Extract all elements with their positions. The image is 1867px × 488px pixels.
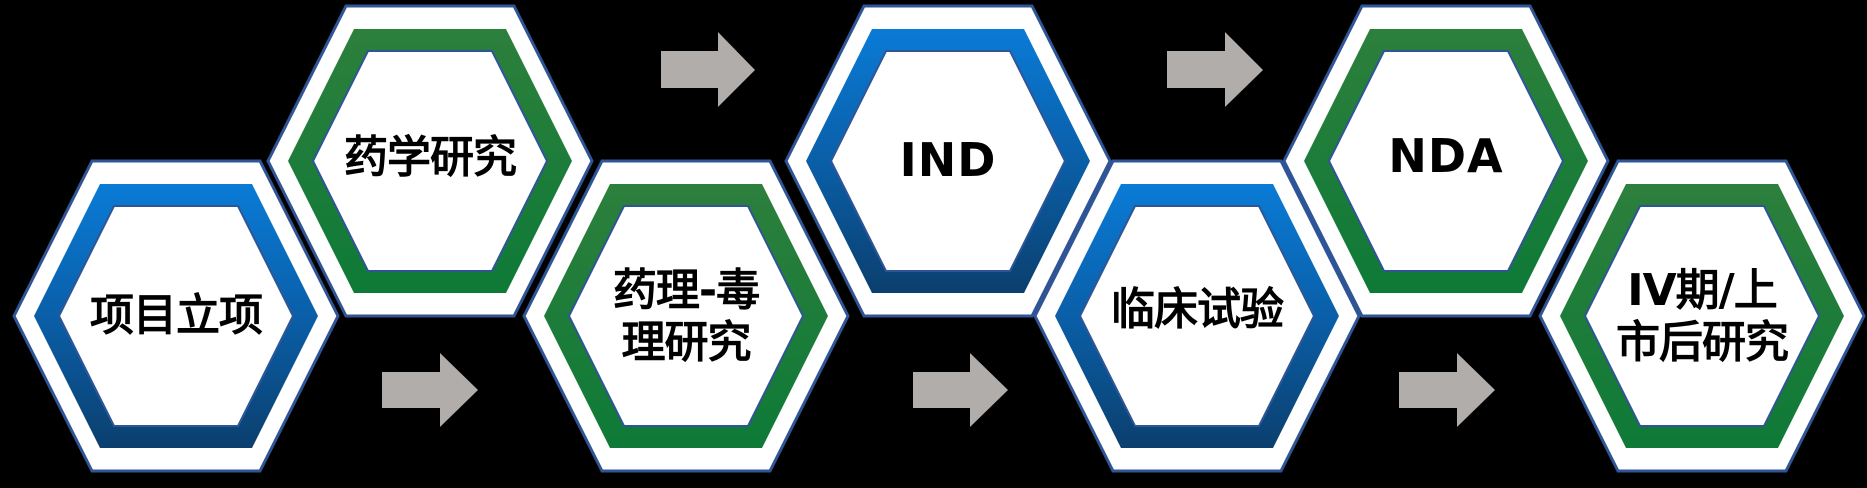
step-5-label: 临床试验	[1087, 280, 1307, 340]
step-6-text: NDA	[1388, 129, 1504, 183]
step-7-text-line-2: 市后研究	[1616, 317, 1789, 368]
step-3-text-line-2: 理研究	[621, 317, 752, 368]
hexagon-step-7	[1538, 159, 1866, 473]
step-6-label: NDA	[1336, 126, 1556, 186]
arrow-1-right-icon	[382, 353, 478, 427]
arrow-3-right-icon	[913, 353, 1008, 427]
step-7-text-line-1: IV期/上	[1627, 265, 1777, 316]
step-5-text: 临床试验	[1111, 284, 1284, 335]
step-4-text: IND	[899, 133, 997, 187]
arrow-5-right-icon	[1399, 353, 1495, 427]
step-3-text-line-1: 药理-毒	[612, 265, 760, 316]
arrow-4-right-icon	[1167, 32, 1263, 107]
step-7-label: IV期/上 市后研究	[1592, 262, 1812, 372]
step-2-text: 药学研究	[344, 132, 517, 183]
step-3-label: 药理-毒 理研究	[576, 262, 796, 372]
hexagon-step-5	[1033, 159, 1361, 473]
step-4-label: IND	[838, 130, 1058, 190]
step-1-text: 项目立项	[90, 290, 263, 341]
step-1-label: 项目立项	[66, 286, 286, 346]
hexagon-step-2	[266, 4, 594, 318]
hexagon-step-4	[784, 4, 1112, 318]
arrow-2-right-icon	[661, 32, 755, 107]
hexagon-step-3	[522, 159, 850, 473]
step-2-label: 药学研究	[320, 128, 540, 188]
hexagon-step-6	[1282, 4, 1610, 318]
hexagon-step-1	[12, 159, 340, 473]
